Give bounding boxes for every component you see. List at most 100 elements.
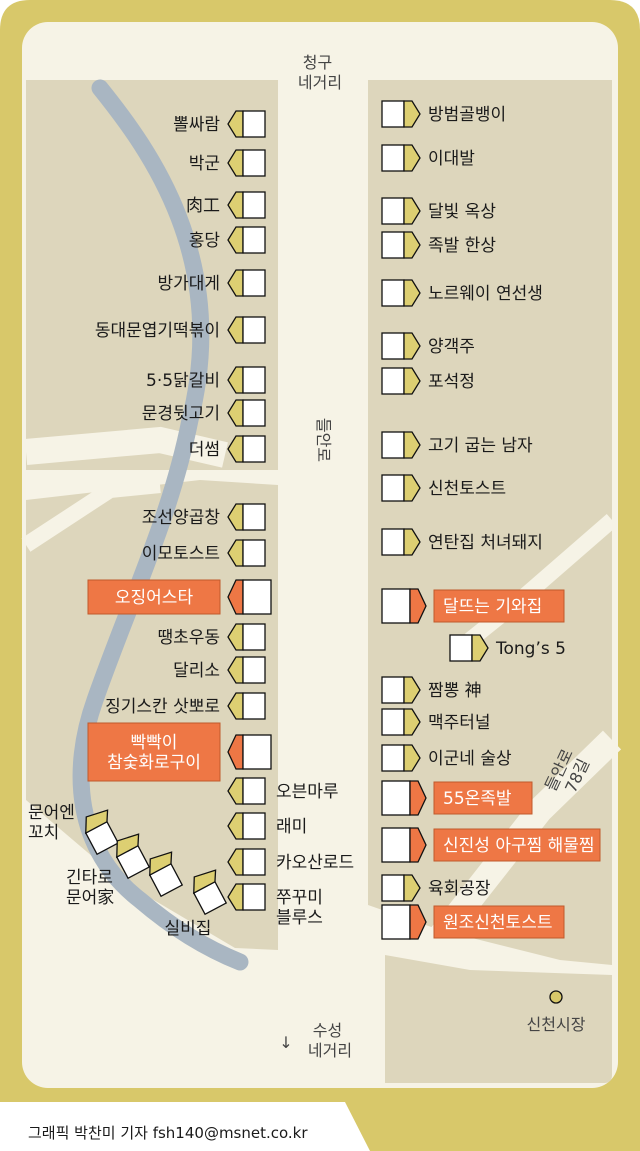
left-shop: 징기스칸 삿뽀로 (105, 692, 266, 720)
shop-name: 래미 (276, 817, 307, 837)
shop-marker-box (381, 676, 405, 704)
shop-name: 박군 (189, 154, 220, 174)
shop-marker-door (409, 827, 427, 863)
right-shop: 이대발 (381, 144, 475, 172)
left-shop: 오징어스타 (87, 579, 272, 615)
shop-name: 실비집 (165, 919, 212, 939)
south-intersection: 수성 네거리 (308, 1021, 352, 1060)
shop-name: 고기 굽는 남자 (428, 436, 533, 456)
shop-name: 방범골뱅이 (428, 105, 506, 125)
right-shop: 양객주 (381, 332, 475, 360)
shop-name: 육회공장 (428, 879, 491, 899)
shop-name: 징기스칸 삿뽀로 (105, 697, 220, 717)
side-roads (21, 426, 622, 959)
shop-marker-box (381, 874, 405, 902)
shop-marker-box (381, 144, 405, 172)
shop-marker-door (403, 431, 421, 459)
shop-marker-box (242, 812, 266, 840)
shop-name: 문경뒷고기 (142, 404, 220, 424)
shop-marker-box (242, 269, 266, 297)
shop-marker-door (227, 435, 244, 463)
shop-marker-house (192, 869, 228, 916)
shop-marker-door (409, 588, 427, 624)
shop-marker-door (227, 191, 244, 219)
shop-marker-door (227, 848, 244, 876)
shop-name: 뽈싸람 (173, 115, 220, 135)
left-shop: 박군 (189, 149, 266, 177)
shop-marker-box (242, 656, 266, 684)
shop-name: 이군네 술상 (428, 749, 512, 769)
shop-name: 이대발 (428, 149, 475, 169)
main-road-label: 들안로 (314, 418, 333, 462)
right-shop: 고기 굽는 남자 (381, 431, 533, 459)
shop-marker-door (227, 812, 244, 840)
shop-marker-box (242, 734, 272, 770)
shop-name: 맥주터널 (428, 713, 491, 733)
highlight-label-box (433, 905, 565, 939)
shop-name: 55온족발 (443, 789, 512, 809)
right-shop: 달빛 옥상 (381, 197, 496, 225)
right-shop: 짬뽕 神 (381, 676, 482, 704)
shop-marker-box (381, 780, 411, 816)
shop-marker-door (403, 874, 421, 902)
left-shop: 뽈싸람 (173, 110, 266, 138)
river (72, 79, 249, 971)
left-shop: 달리소 (173, 656, 266, 684)
right-shop: 원조신천토스트 (381, 904, 565, 940)
shop-marker-door (227, 110, 244, 138)
south-arrow: ↓ (279, 1033, 292, 1052)
right-shop: 방범골뱅이 (381, 100, 506, 128)
shop-marker-box (381, 197, 405, 225)
shop-name: 肉工 (186, 196, 220, 216)
shop-marker-box (242, 539, 266, 567)
shop-name: 달빛 옥상 (428, 202, 496, 222)
market-label: 신천시장 (527, 1015, 586, 1034)
highlight-label-box (87, 722, 221, 782)
shop-name: 더썸 (189, 440, 220, 460)
inner-shop: 래미 (227, 812, 307, 840)
left-shop: 땡초우동 (157, 623, 266, 651)
inner-shop: 카오산로드 (227, 848, 354, 876)
shop-marker-box (381, 708, 405, 736)
shop-marker-box (242, 149, 266, 177)
right-shop: 신진성 아구찜 해물찜 (381, 827, 601, 863)
shop-marker-door (227, 623, 244, 651)
credit: 그래픽 박찬미 기자 fsh140@msnet.co.kr (28, 1124, 308, 1142)
shop-marker-door (227, 777, 244, 805)
right-shop: Tong’s 5 (449, 634, 566, 662)
shop-marker-box (381, 279, 405, 307)
left-shop: 肉工 (186, 191, 266, 219)
shop-marker-door (227, 366, 244, 394)
right-shop: 달뜨는 기와집 (381, 588, 565, 624)
shop-name: 조선양곱창 (142, 508, 221, 528)
highlight-label-box (433, 781, 533, 815)
right-shop: 족발 한상 (381, 231, 496, 259)
shop-marker-box (242, 435, 266, 463)
shop-marker-door (227, 692, 244, 720)
shop-name: 오븐마루 (276, 782, 339, 802)
right-shop: 이군네 술상 (381, 744, 512, 772)
north-intersection: 청구 네거리 (298, 53, 342, 92)
shop-name: 홍당 (189, 231, 221, 251)
shop-marker-door (227, 399, 244, 427)
shop-marker-door (403, 474, 421, 502)
shop-marker-box (381, 431, 405, 459)
shop-name: 5·5닭갈비 (146, 371, 220, 391)
highlight-label-box (433, 589, 565, 623)
shop-marker-box (242, 399, 266, 427)
shop-marker-box (381, 100, 405, 128)
shop-marker-door (409, 904, 427, 940)
shop-name: 땡초우동 (157, 628, 220, 648)
shop-name: 원조신천토스트 (443, 913, 552, 933)
shop-marker-box (242, 777, 266, 805)
right-shop: 연탄집 처녀돼지 (381, 528, 543, 556)
shop-marker-door (227, 579, 244, 615)
shop-marker-box (381, 474, 405, 502)
shop-marker-house (148, 851, 184, 898)
main-road (278, 80, 368, 1088)
shop-marker-door (403, 100, 421, 128)
